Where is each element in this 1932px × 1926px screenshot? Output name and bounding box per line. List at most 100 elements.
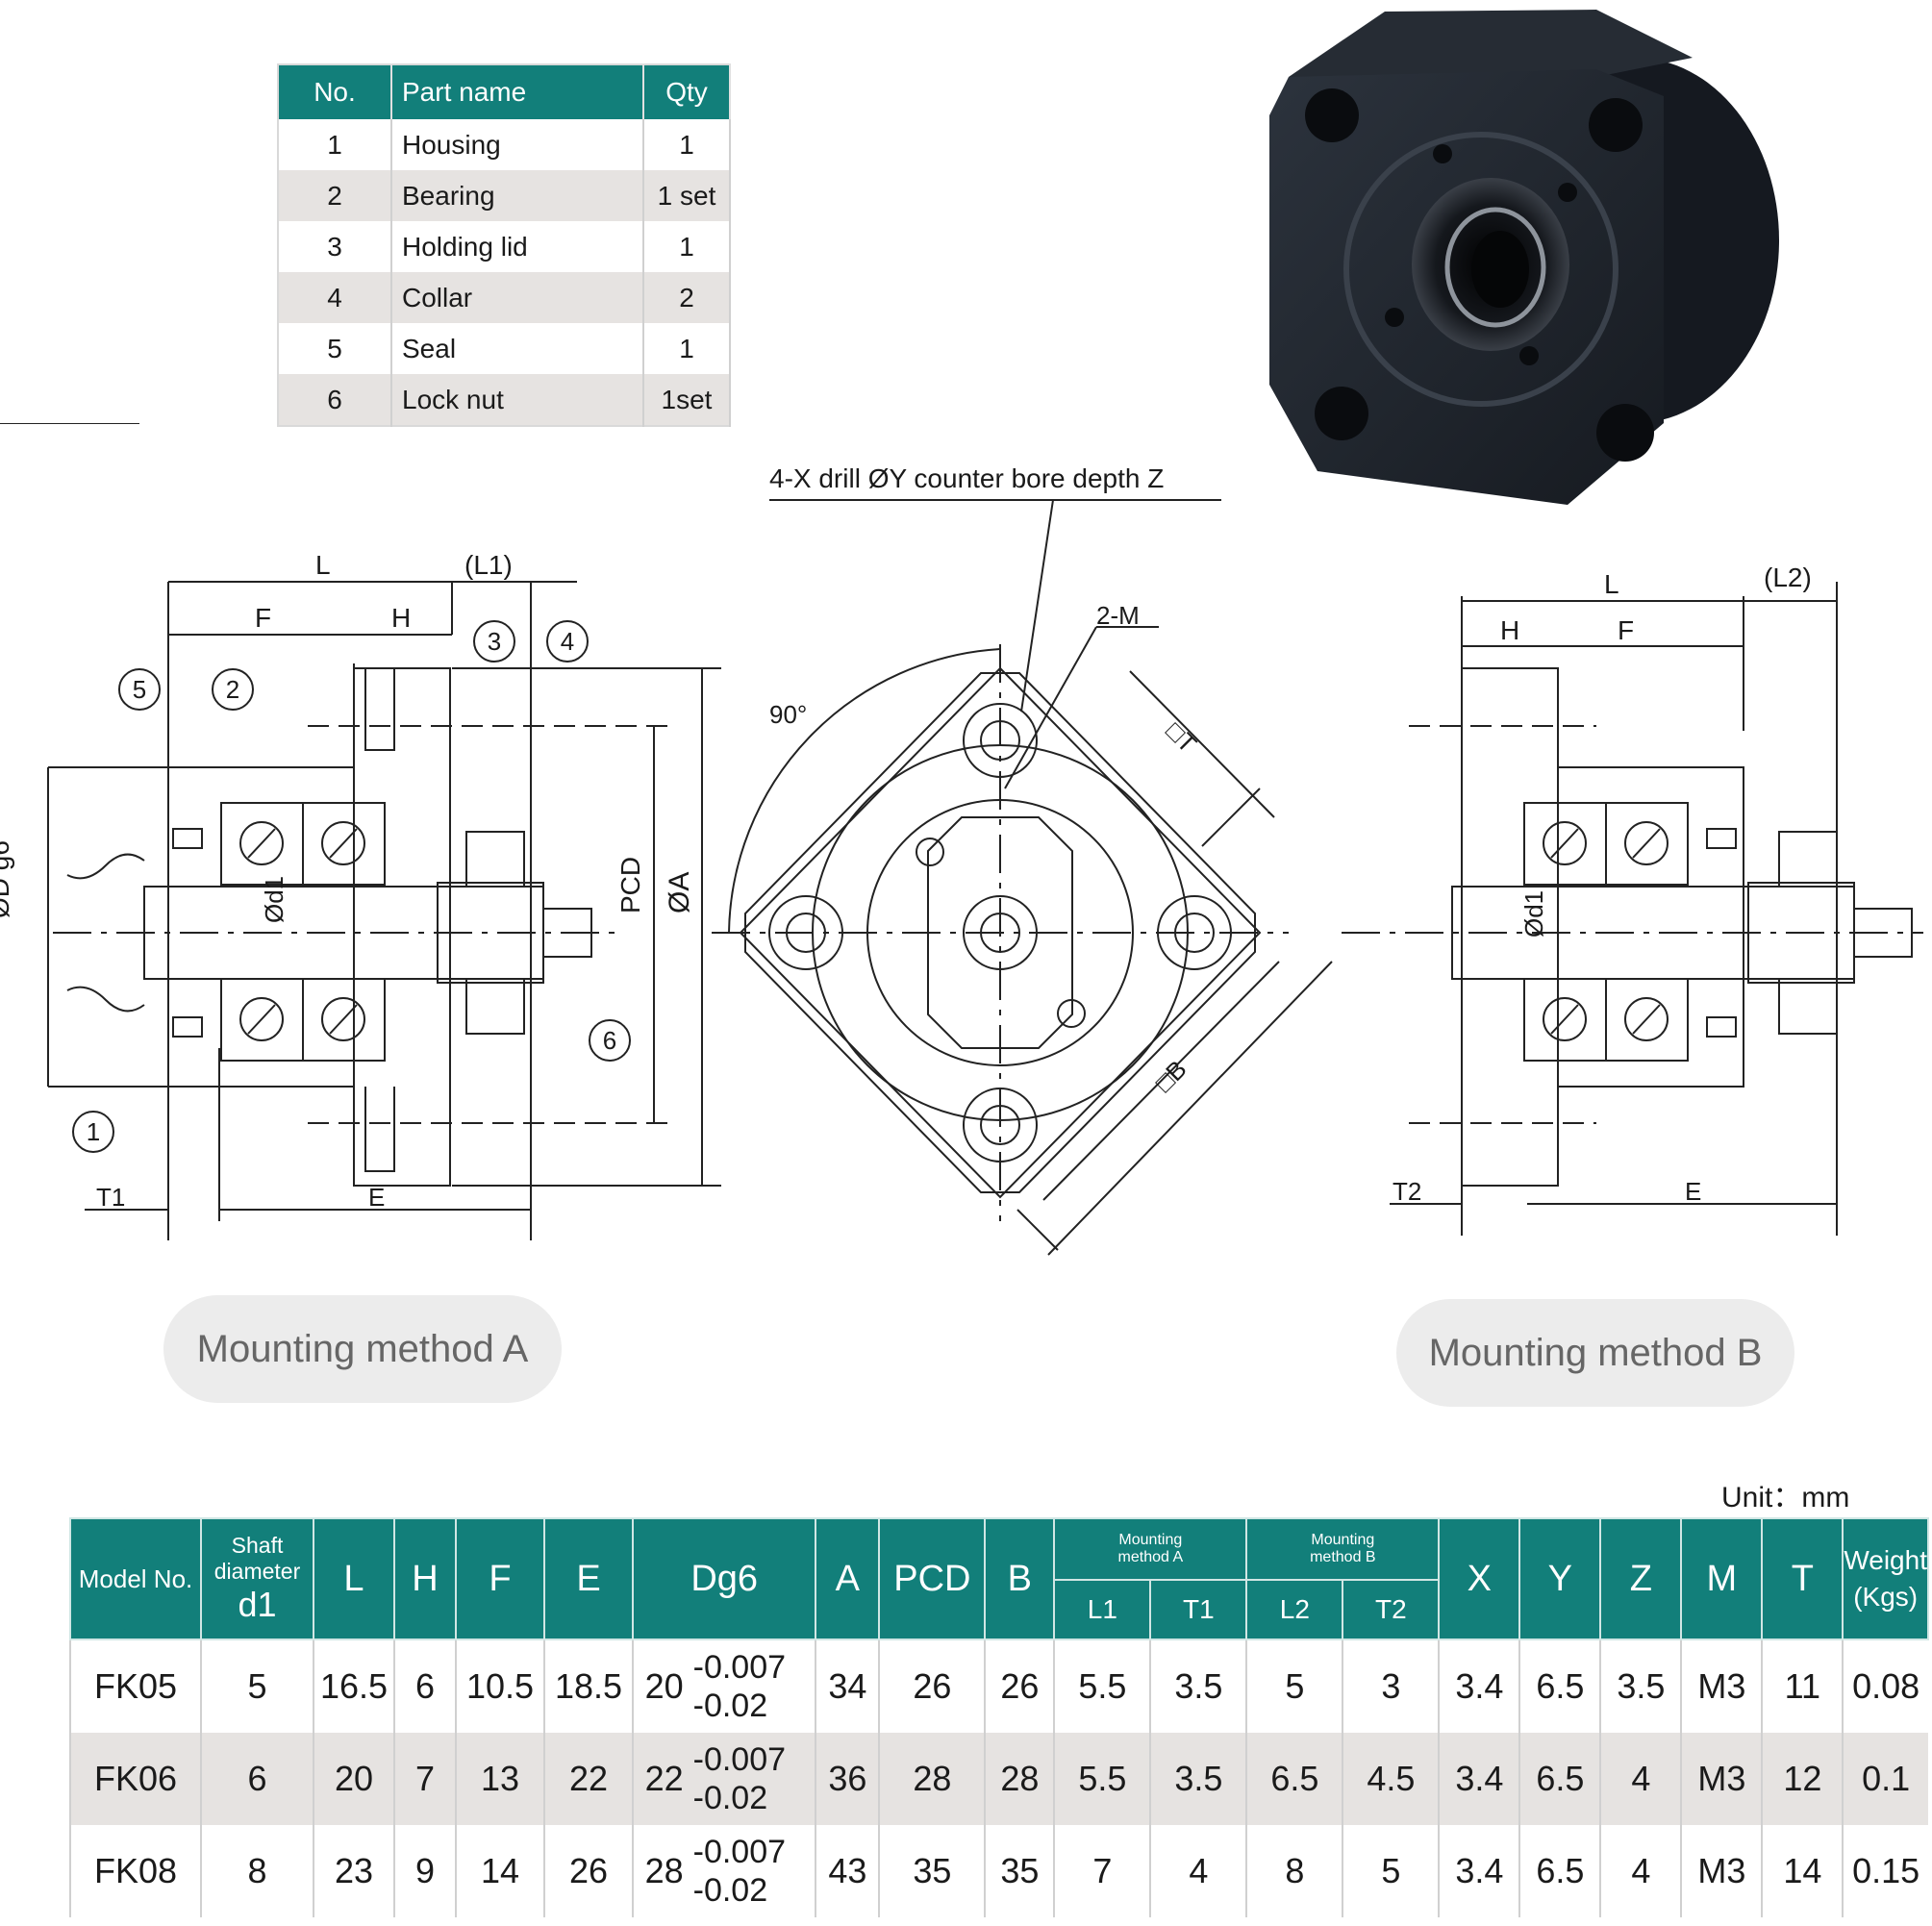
cell-d1: 6 [200, 1733, 314, 1825]
cell-d: 28 [632, 1825, 684, 1917]
dim-e-a: E [368, 1183, 386, 1212]
cell-e: 26 [543, 1825, 633, 1917]
parts-cell-name: Seal [391, 323, 644, 374]
cell-e: 18.5 [543, 1639, 633, 1733]
cell-x: 3.4 [1438, 1825, 1520, 1917]
cell-l1: 7 [1053, 1825, 1151, 1917]
col-t1: T1 [1149, 1579, 1248, 1640]
cell-t2: 5 [1342, 1825, 1440, 1917]
col-shaft-line2: diameter [213, 1559, 301, 1584]
parts-cell-qty: 1 [643, 119, 731, 170]
callout-6: 6 [589, 1019, 631, 1062]
dim-e-b: E [1685, 1177, 1702, 1206]
cell-weight: 0.08 [1842, 1639, 1928, 1733]
col-a: A [815, 1517, 881, 1640]
mounting-method-b-label: Mounting method B [1396, 1299, 1794, 1407]
cell-l2: 6.5 [1245, 1733, 1343, 1825]
cell-t1: 4 [1149, 1825, 1247, 1917]
cell-pcd: 26 [878, 1639, 986, 1733]
parts-col-no: No. [278, 64, 392, 119]
cell-weight: 0.15 [1842, 1825, 1928, 1917]
cell-t: 12 [1761, 1733, 1844, 1825]
dim-h-a: H [391, 603, 412, 633]
cell-b: 28 [984, 1733, 1055, 1825]
parts-col-name: Part name [391, 64, 644, 119]
cell-tolerance: -0.007-0.02 [683, 1825, 816, 1917]
dim-t2: T2 [1393, 1177, 1422, 1206]
col-h: H [393, 1517, 457, 1640]
cell-pcd: 28 [878, 1733, 986, 1825]
side-view-mounting-b [1342, 582, 1923, 1236]
callout-5: 5 [118, 668, 161, 711]
cell-d1: 5 [200, 1639, 314, 1733]
cell-l1: 5.5 [1053, 1733, 1151, 1825]
callout-1: 1 [72, 1111, 114, 1153]
cell-z: 4 [1599, 1825, 1682, 1917]
cell-t: 11 [1761, 1639, 1844, 1733]
side-view-mounting-a [0, 423, 721, 1240]
callout-4: 4 [546, 620, 589, 663]
parts-cell-qty: 2 [643, 272, 731, 323]
cell-pcd: 35 [878, 1825, 986, 1917]
cell-z: 3.5 [1599, 1639, 1682, 1733]
tolerance-lower: -0.02 [692, 1688, 768, 1724]
col-shaft-line1: Shaft [231, 1533, 284, 1558]
col-dg6: Dg6 [631, 1517, 817, 1640]
cell-b: 35 [984, 1825, 1055, 1917]
cell-t2: 4.5 [1342, 1733, 1440, 1825]
cell-tolerance: -0.007-0.02 [683, 1733, 816, 1825]
cell-m: M3 [1680, 1639, 1763, 1733]
technical-drawing [0, 423, 1923, 1256]
col-mount-b: Mounting method B [1245, 1517, 1441, 1581]
cell-y: 6.5 [1518, 1825, 1601, 1917]
dim-l1: (L1) [464, 550, 513, 580]
cell-d1: 8 [200, 1825, 314, 1917]
cell-l: 16.5 [313, 1639, 394, 1733]
cell-e: 22 [543, 1733, 633, 1825]
callout-2: 2 [212, 668, 254, 711]
col-f: F [455, 1517, 545, 1640]
parts-cell-no: 4 [278, 272, 392, 323]
cell-a: 34 [815, 1639, 880, 1733]
parts-cell-qty: 1 set [643, 170, 731, 221]
tolerance-upper: -0.007 [692, 1649, 787, 1686]
tolerance-upper: -0.007 [692, 1834, 787, 1870]
cell-a: 36 [815, 1733, 880, 1825]
col-model: Model No. [69, 1517, 202, 1640]
col-weight: Weight (Kgs) [1842, 1517, 1929, 1640]
cell-t2: 3 [1342, 1639, 1440, 1733]
dim-f-a: F [255, 603, 272, 633]
dim-a: ØA [664, 871, 695, 913]
col-m: M [1680, 1517, 1764, 1640]
spec-table: Model No. Shaft diameter d1 L H F E Dg6 … [69, 1517, 1929, 1917]
cell-h: 7 [393, 1733, 456, 1825]
parts-cell-name: Holding lid [391, 221, 644, 272]
product-photo [1269, 10, 1779, 505]
col-y: Y [1518, 1517, 1602, 1640]
cell-a: 43 [815, 1825, 880, 1917]
dim-d1-b: Ød1 [1519, 889, 1548, 938]
hole-note: 4-X drill ØY counter bore depth Z [769, 463, 1165, 493]
col-mount-a-line1: Mounting [1118, 1532, 1183, 1548]
parts-cell-qty: 1set [643, 374, 731, 426]
col-shaft-sym: d1 [238, 1585, 277, 1624]
mounting-method-a-label: Mounting method A [163, 1295, 562, 1403]
cell-l1: 5.5 [1053, 1639, 1151, 1733]
dim-l-b: L [1604, 569, 1619, 599]
cell-t1: 3.5 [1149, 1639, 1247, 1733]
cell-t: 14 [1761, 1825, 1844, 1917]
cell-t1: 3.5 [1149, 1733, 1247, 1825]
cell-x: 3.4 [1438, 1639, 1520, 1733]
cell-y: 6.5 [1518, 1733, 1601, 1825]
col-l: L [313, 1517, 395, 1640]
cell-f: 14 [455, 1825, 544, 1917]
front-view [712, 499, 1333, 1256]
